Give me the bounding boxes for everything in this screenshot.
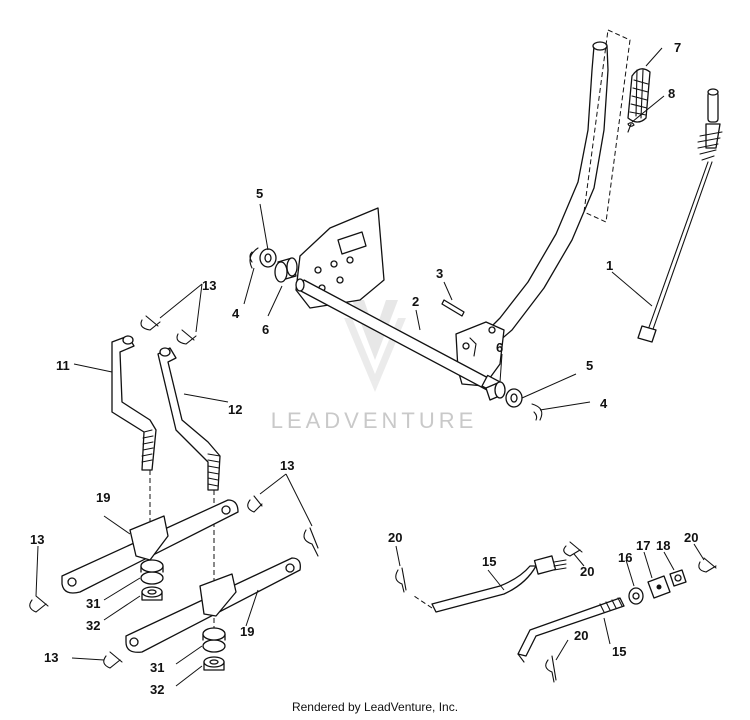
drag-link-clip-right — [698, 557, 717, 573]
callout-3: 3 — [436, 266, 443, 281]
callout-2: 2 — [412, 294, 419, 309]
hairpin-clip-left — [29, 595, 49, 613]
callout-13-bottom: 13 — [44, 650, 58, 665]
callout-7: 7 — [674, 40, 681, 55]
render-credit: Rendered by LeadVenture, Inc. — [291, 700, 459, 714]
adjuster-washer — [628, 587, 644, 605]
pivot-bracket — [295, 207, 385, 309]
callout-8: 8 — [668, 86, 675, 101]
callout-19-upper: 19 — [96, 490, 110, 505]
drag-link-upper-guide — [413, 595, 433, 609]
arm-bushing-upper — [140, 559, 164, 585]
callout-20-bottom: 20 — [574, 628, 588, 643]
callout-18: 18 — [656, 538, 670, 553]
cotter-pin — [441, 299, 465, 317]
left-retaining-clip — [249, 247, 259, 269]
hairpin-clip-right — [303, 527, 319, 557]
callout-20-right: 20 — [684, 530, 698, 545]
adjuster-nut — [669, 569, 687, 587]
callout-4-right: 4 — [600, 396, 608, 411]
arm-nut-upper — [141, 586, 163, 601]
handle-grip — [627, 68, 651, 123]
adjuster-block — [647, 575, 671, 599]
right-bushing — [485, 381, 506, 401]
arm-bushing-lower — [202, 627, 226, 653]
callout-19-lower: 19 — [240, 624, 254, 639]
callout-13-right: 13 — [280, 458, 294, 473]
callout-20-left: 20 — [388, 530, 402, 545]
callout-labels: 1 2 3 4 4 5 5 6 6 7 8 11 12 13 13 13 13 … — [30, 40, 698, 697]
callout-6-left: 6 — [262, 322, 269, 337]
callout-13-left: 13 — [30, 532, 44, 547]
hairpin-clip-top-left — [140, 315, 161, 331]
drag-link-upper — [431, 555, 567, 613]
callout-31-lower: 31 — [150, 660, 164, 675]
callout-15-lower: 15 — [612, 644, 626, 659]
lift-arm-upper — [61, 499, 239, 594]
callout-17: 17 — [636, 538, 650, 553]
handle-extension-outline — [583, 29, 631, 223]
arm-nut-lower — [203, 656, 225, 671]
watermark-brand: LEADVENTURE — [271, 408, 478, 433]
callout-15-upper: 15 — [482, 554, 496, 569]
callout-1: 1 — [606, 258, 613, 273]
left-bushing — [274, 257, 298, 283]
drag-link-lower — [517, 597, 625, 663]
callout-11: 11 — [56, 358, 70, 373]
hairpin-clip-bottom — [103, 651, 123, 669]
leader-lines — [35, 47, 705, 687]
callout-5-right: 5 — [586, 358, 593, 373]
lift-link-right — [157, 347, 221, 491]
callout-4-left: 4 — [232, 306, 240, 321]
callout-20-mid: 20 — [580, 564, 594, 579]
callout-31-upper: 31 — [86, 596, 100, 611]
hairpin-clip-top-right — [176, 329, 197, 345]
callout-5-left: 5 — [256, 186, 263, 201]
callout-13-top: 13 — [202, 278, 216, 293]
lift-link-left — [111, 335, 157, 471]
lift-handle — [455, 41, 609, 387]
callout-12: 12 — [228, 402, 242, 417]
lift-arm-lower — [125, 557, 301, 653]
right-washer — [505, 388, 523, 408]
drag-link-clip-left — [395, 567, 407, 593]
drag-link-clip-top — [563, 541, 583, 557]
callout-32-upper: 32 — [86, 618, 100, 633]
height-adjust-rod — [637, 88, 723, 343]
callout-6-right: 6 — [496, 340, 503, 355]
callout-16: 16 — [618, 550, 632, 565]
right-retaining-clip — [531, 403, 543, 421]
hairpin-clip-mid — [247, 495, 263, 513]
grip-spring — [627, 122, 635, 133]
drag-link-clip-bottom — [545, 655, 557, 683]
callout-32-lower: 32 — [150, 682, 164, 697]
left-washer — [259, 248, 277, 268]
